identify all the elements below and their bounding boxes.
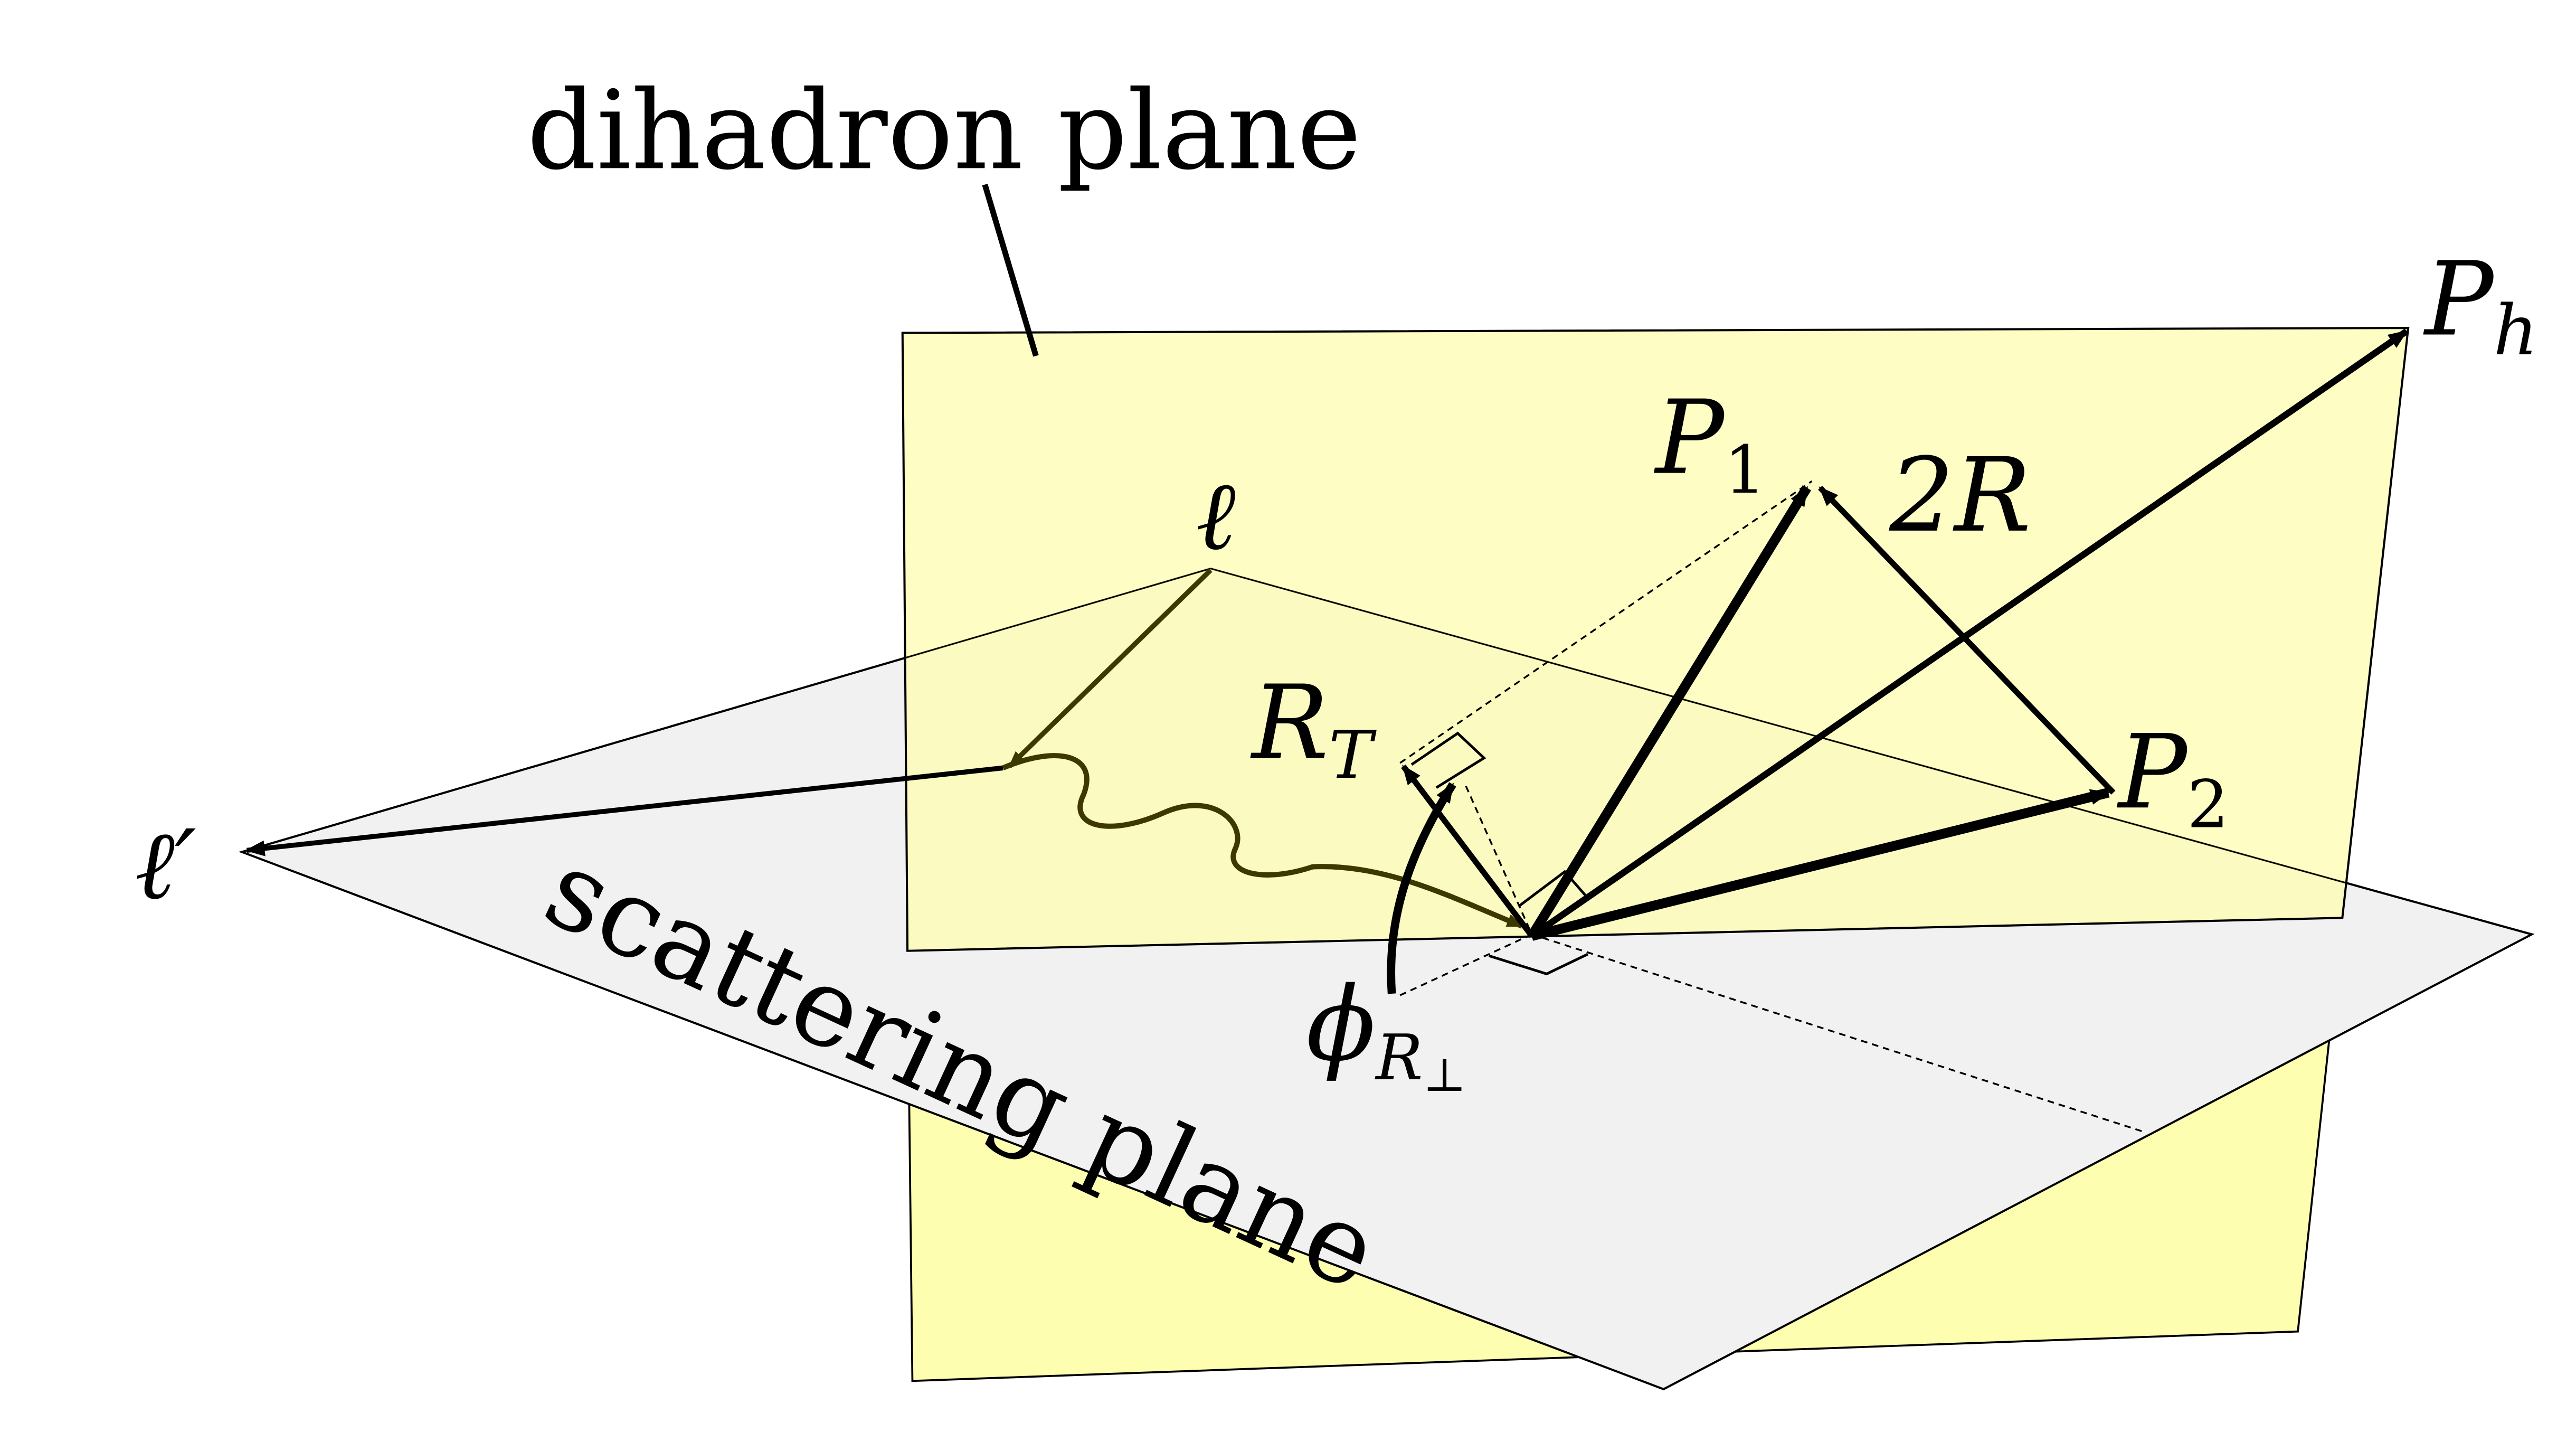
phi-label: ϕR⊥: [1306, 965, 1466, 1102]
scattering-plane-edge-left: [241, 568, 1211, 853]
scattering-plane-edge-back: [1210, 568, 2532, 935]
ell-label: ℓ: [1196, 460, 1235, 571]
Ph-vector: [1530, 328, 2409, 939]
RT-label: RT: [1250, 663, 1377, 794]
incoming-lepton-arrow: [1008, 568, 1213, 768]
Ph-label: Ph: [2423, 240, 2538, 371]
RT-vector: [1401, 764, 1535, 938]
P1-vector: [1527, 485, 1812, 939]
ell-prime-label: ℓ′: [135, 809, 196, 921]
outgoing-lepton-arrow: [244, 765, 1003, 856]
dihadron-plane-label: dihadron plane: [527, 67, 1361, 194]
P2-vector: [1530, 788, 2110, 941]
2R-vector: [1818, 485, 2116, 795]
virtual-photon-wavy-line: [1002, 753, 1524, 929]
dihadron-plane-leader: [982, 183, 1039, 357]
right-angle-markers: [1410, 731, 1589, 976]
construction-lines: [1399, 480, 2145, 1133]
two-R-label: 2R: [1889, 436, 2031, 555]
dihadron-plane-upper: [901, 327, 2410, 952]
P1-label: P1: [1654, 378, 1766, 508]
P2-label: P2: [2117, 712, 2229, 843]
